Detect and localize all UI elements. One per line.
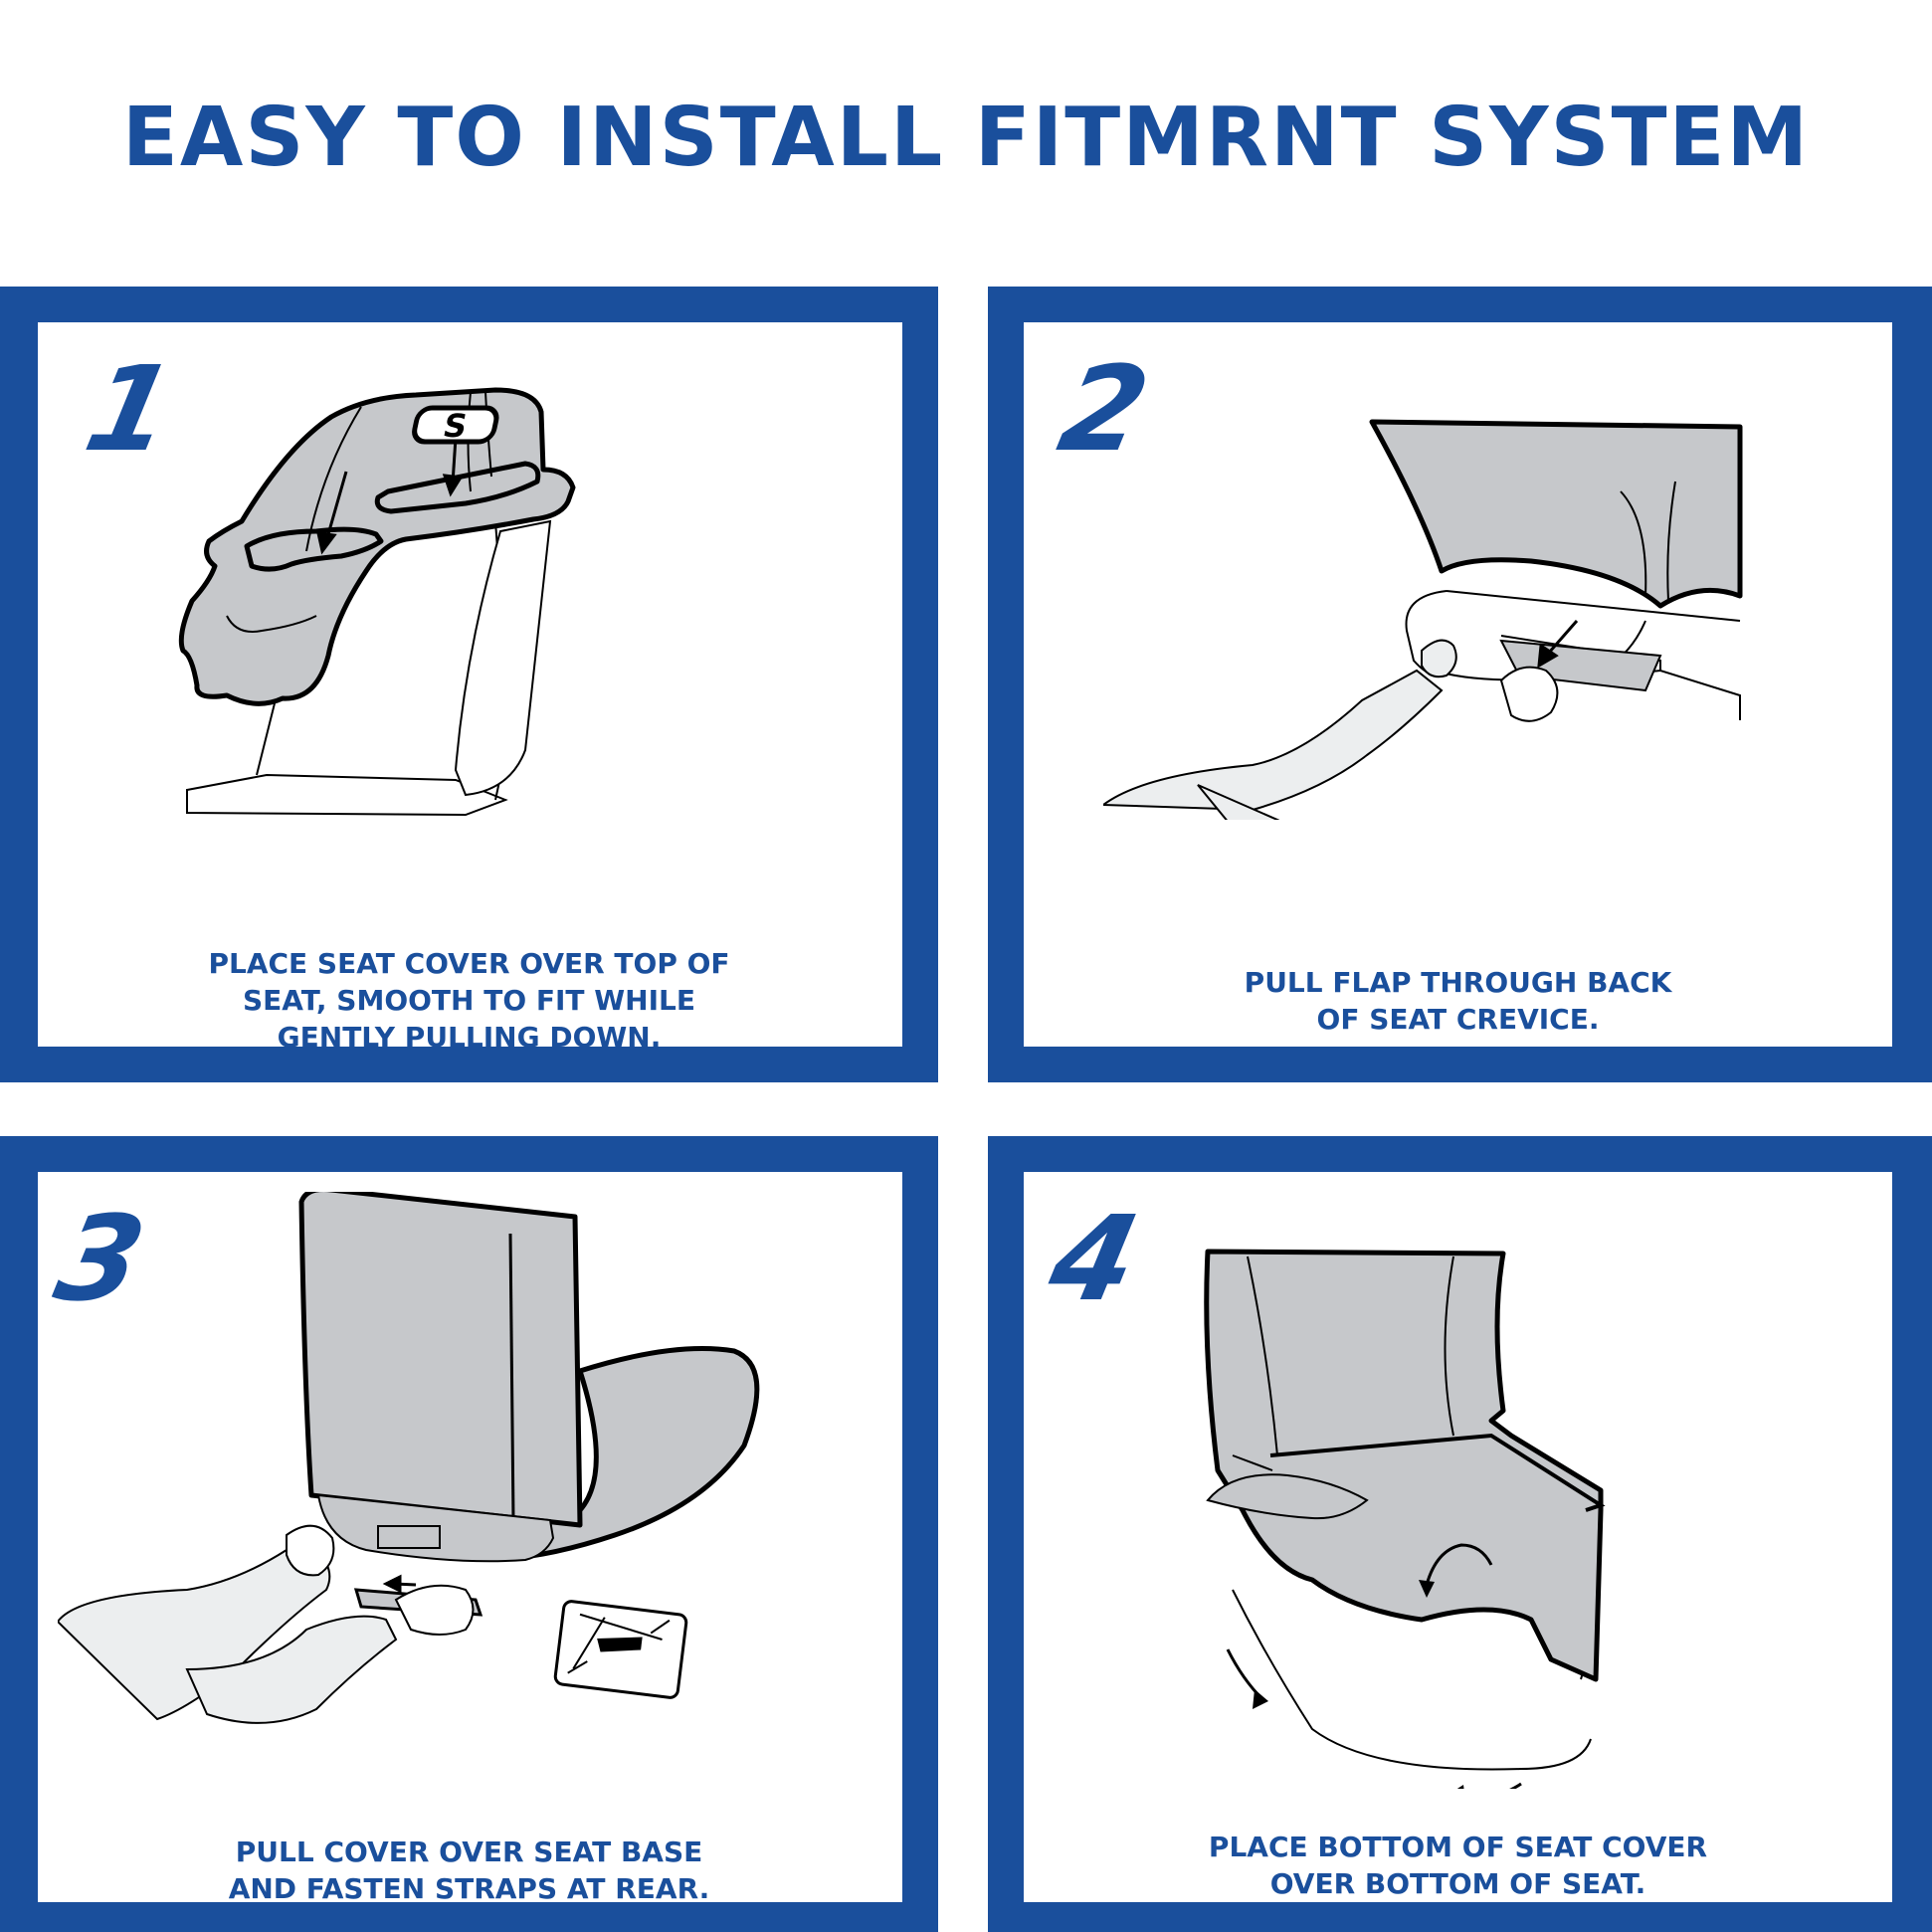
step-1-panel: 1 S PLACE SEAT COVER OVER TOP OF SEAT, S… [0, 287, 938, 1082]
step-4-caption: PLACE BOTTOM OF SEAT COVER OVER BOTTOM O… [1208, 1831, 1708, 1900]
step-2-caption: PULL FLAP THROUGH BACK OF SEAT CREVICE. [1244, 966, 1672, 1036]
seat-bottom-icon [1204, 1249, 1606, 1789]
fasten-straps-icon [58, 1192, 760, 1724]
step-4-number: 4 [1039, 1190, 1150, 1327]
step-2-panel: 2 PULL FLAP THROUGH BACK OF SEAT CREVICE… [988, 287, 1932, 1082]
step-3-panel: 3 PULL COVER OVER SEAT BASE AND FASTEN S… [0, 1136, 938, 1932]
seat-cover-top-icon: S [178, 387, 576, 817]
step-1-caption: PLACE SEAT COVER OVER TOP OF SEAT, SMOOT… [208, 947, 730, 1054]
page-title: EASY TO INSTALL FITMRNT SYSTEM [121, 91, 1811, 185]
pull-flap-icon [1103, 419, 1743, 820]
step-3-caption: PULL COVER OVER SEAT BASE AND FASTEN STR… [228, 1835, 710, 1905]
step-4-panel: 4 PLACE BOTTOM OF SEAT COVER OVER BOTTOM… [988, 1136, 1932, 1932]
